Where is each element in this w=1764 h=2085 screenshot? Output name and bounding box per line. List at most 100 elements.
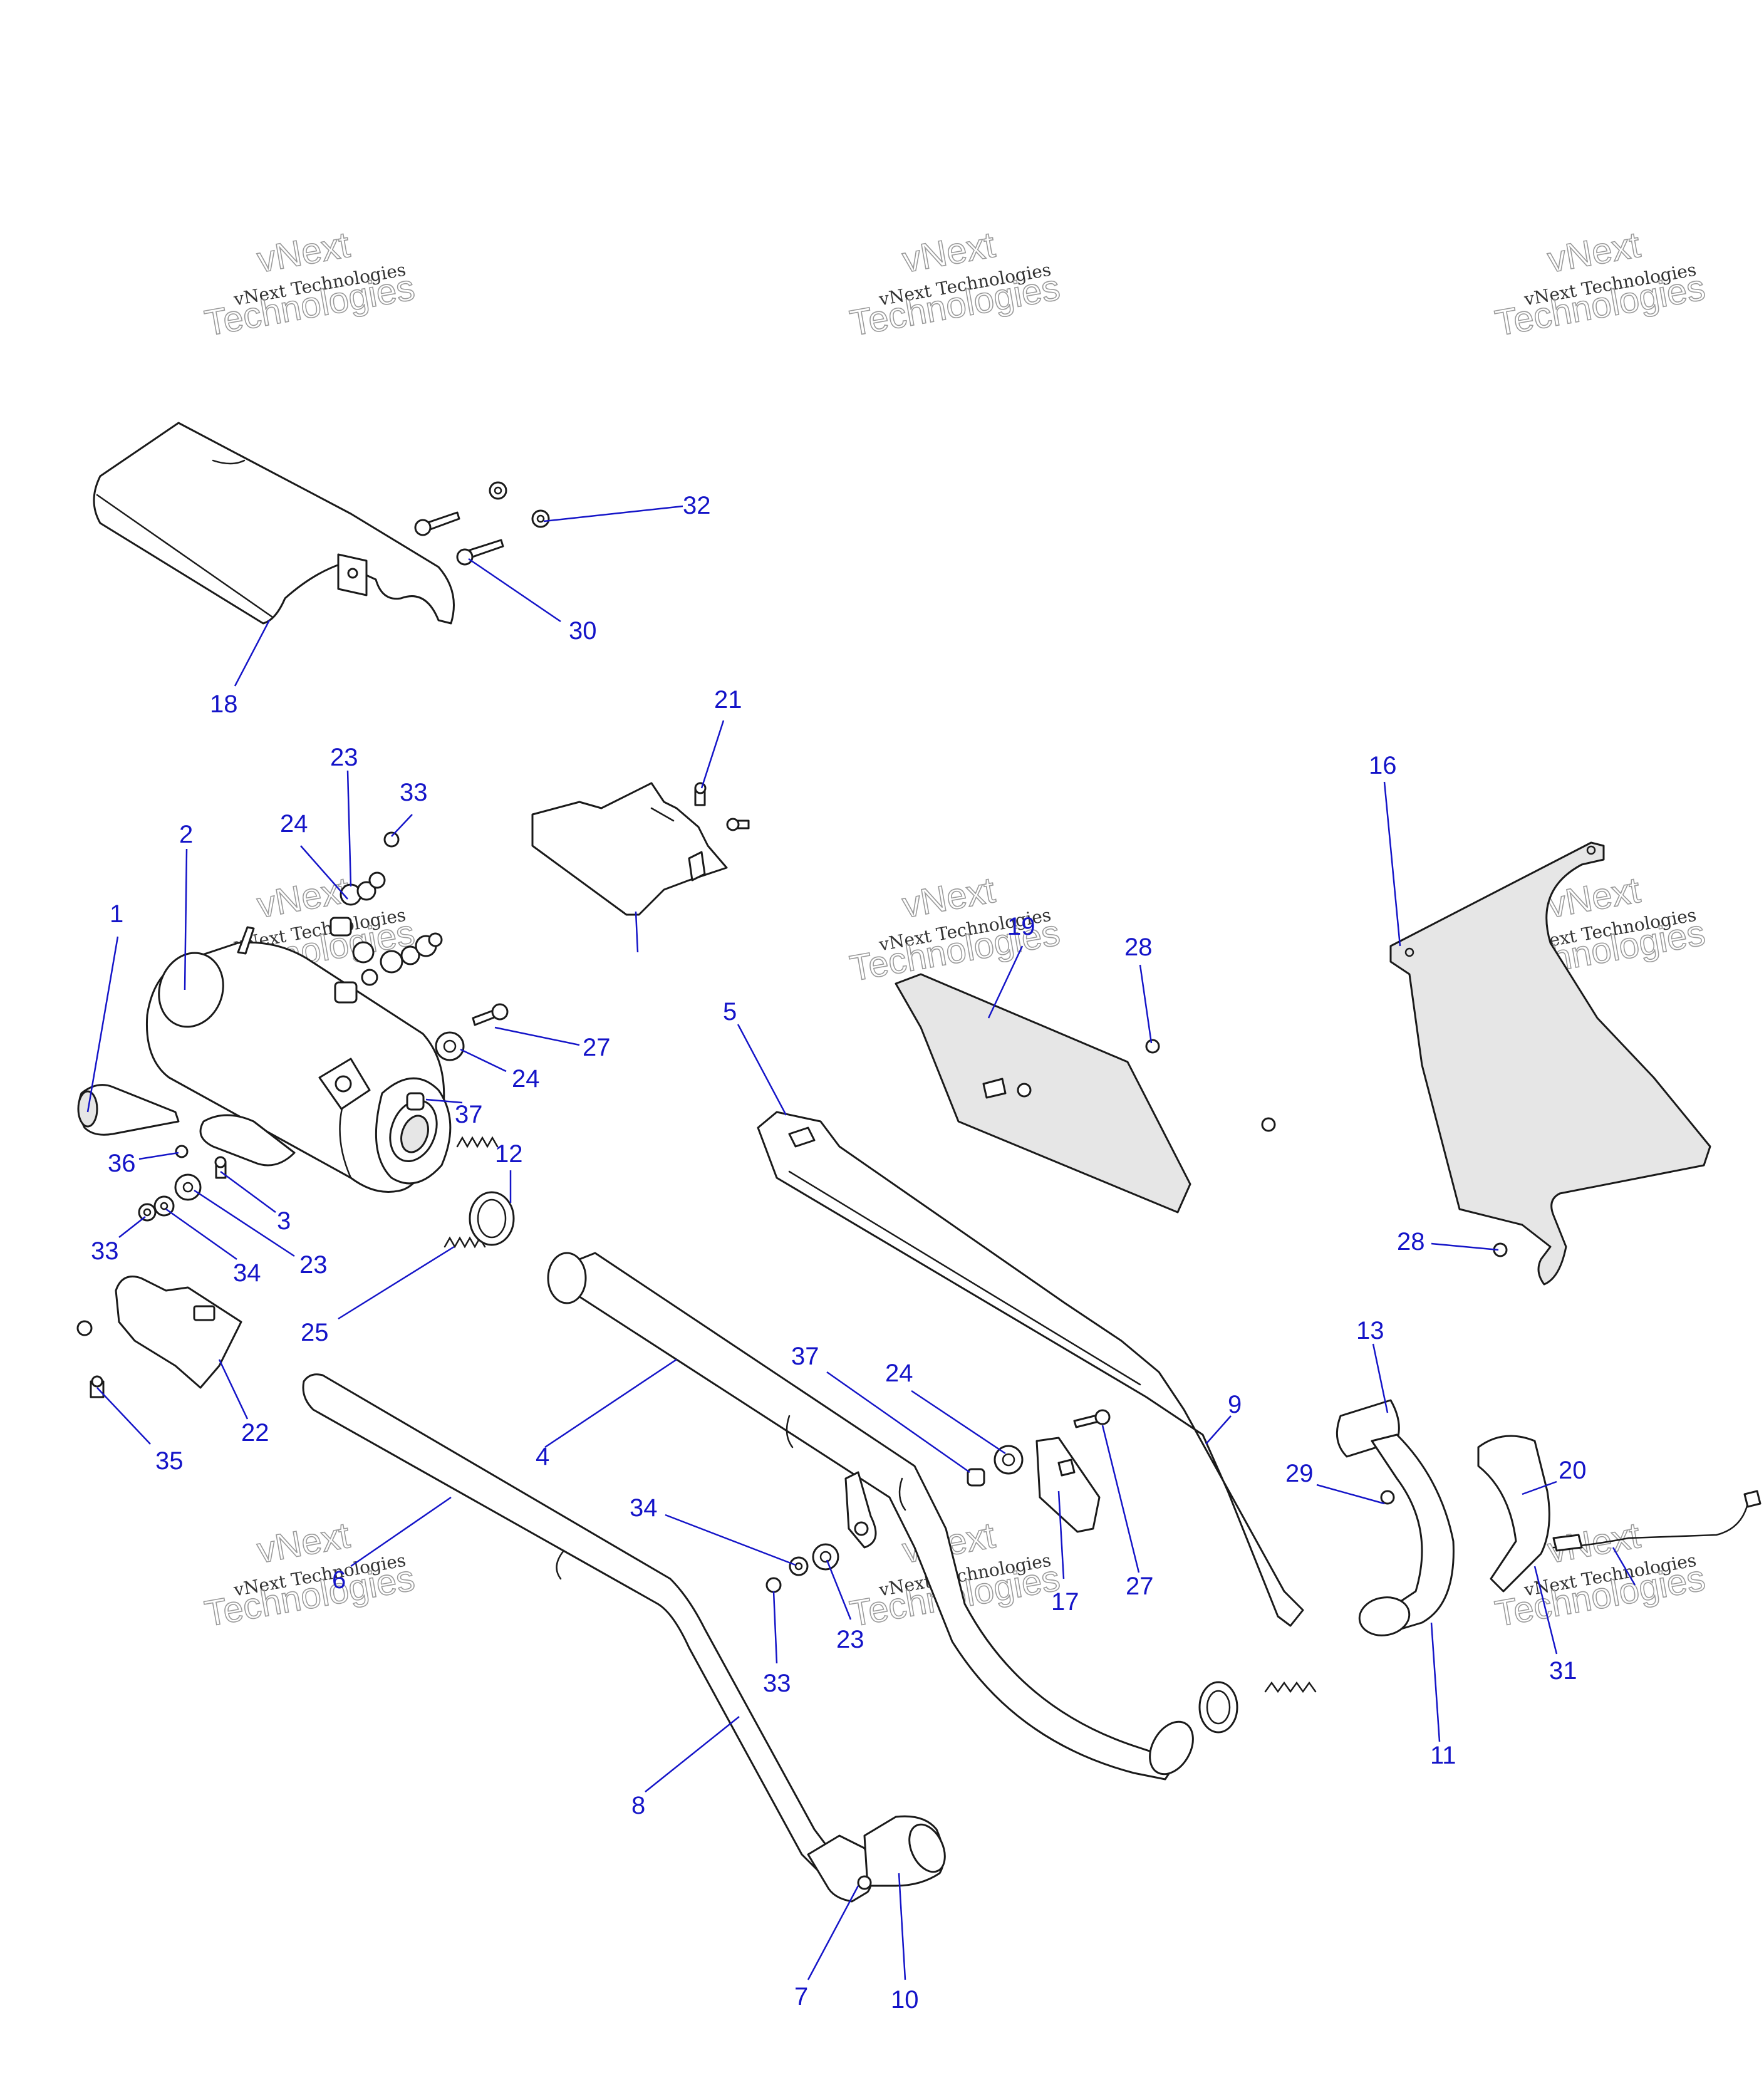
parts-artwork	[76, 422, 1761, 1903]
part-heat-shield-16	[1389, 841, 1711, 1286]
part-hardware-27	[406, 1003, 509, 1111]
leader-34a	[165, 1208, 237, 1261]
leader-22	[218, 1359, 249, 1420]
callout-33c: 33	[763, 1670, 791, 1697]
callout-7: 7	[794, 1983, 808, 2010]
leader-lines	[86, 505, 1636, 1980]
leader-19	[987, 945, 1024, 1019]
callout-19: 19	[1007, 913, 1035, 940]
callout-23a: 23	[330, 744, 358, 771]
watermark: vNext vNext Technologies Technologies	[201, 224, 418, 344]
callout-18: 18	[210, 690, 238, 718]
leader-23c	[826, 1559, 852, 1620]
callout-24b: 24	[512, 1065, 540, 1093]
callout-30: 30	[569, 617, 597, 645]
part-header-pipe-6-8	[302, 1373, 946, 1903]
watermark: vNext vNext Technologies Technologies	[846, 224, 1063, 344]
part-heat-shield-upper	[93, 422, 455, 625]
callout-35: 35	[155, 1447, 184, 1475]
leader-20	[1522, 1480, 1557, 1495]
callout-36: 36	[108, 1150, 136, 1177]
part-bolts-28	[1145, 1039, 1508, 1257]
callout-3: 3	[277, 1207, 291, 1235]
part-heat-shield-15	[531, 782, 728, 916]
callout-34b: 34	[630, 1494, 658, 1522]
part-hardware-mid	[967, 1409, 1111, 1533]
callout-23b: 23	[299, 1251, 328, 1279]
leader-4	[544, 1358, 677, 1448]
callout-17: 17	[1051, 1588, 1079, 1616]
part-tail-tip	[77, 1084, 180, 1136]
callout-27b: 27	[1126, 1573, 1154, 1600]
part-shield-5-9	[757, 1111, 1304, 1627]
leader-24b	[460, 1048, 507, 1073]
leader-5	[737, 1024, 787, 1116]
leader-14	[1612, 1547, 1636, 1586]
callout-10: 10	[891, 1986, 919, 2014]
callout-8: 8	[631, 1792, 645, 1819]
callout-22: 22	[241, 1419, 269, 1447]
leader-34b	[665, 1514, 796, 1566]
callout-37b: 37	[791, 1343, 819, 1370]
leader-15	[635, 911, 639, 953]
callout-25: 25	[301, 1319, 329, 1346]
callout-29: 29	[1285, 1460, 1314, 1487]
callout-11: 11	[1430, 1742, 1456, 1769]
leader-36	[138, 1152, 179, 1160]
part-muffler	[145, 926, 452, 1193]
leader-10	[898, 1873, 906, 1980]
leader-25	[338, 1245, 455, 1320]
leader-24a	[300, 845, 348, 900]
leader-6	[350, 1496, 452, 1568]
callout-28b: 28	[1397, 1228, 1425, 1256]
leader-18	[234, 620, 271, 687]
leader-32	[543, 505, 683, 523]
leader-31	[1533, 1566, 1558, 1655]
callout-4: 4	[536, 1443, 549, 1470]
callout-13: 13	[1356, 1317, 1384, 1344]
callout-24a: 24	[280, 810, 308, 838]
part-nuts-32	[489, 481, 550, 528]
part-springs-12-25	[444, 1136, 515, 1249]
watermark: vNext vNext Technologies Technologies	[201, 1514, 418, 1635]
leader-2	[184, 848, 188, 991]
callout-9: 9	[1228, 1391, 1242, 1418]
leader-27a	[494, 1026, 580, 1046]
callout-2: 2	[179, 821, 193, 848]
leader-30	[468, 558, 561, 623]
watermark: vNext vNext Technologies Technologies	[1492, 224, 1708, 344]
leader-7	[807, 1885, 859, 1980]
leader-1	[86, 936, 119, 1113]
callout-33b: 33	[91, 1237, 119, 1265]
part-hardware-lower-mid	[765, 1543, 839, 1593]
callout-31: 31	[1549, 1657, 1577, 1685]
callout-34a: 34	[233, 1259, 261, 1287]
callout-6: 6	[332, 1566, 346, 1594]
callout-27a: 27	[583, 1034, 611, 1061]
leader-13	[1372, 1343, 1389, 1413]
leader-33c	[772, 1591, 778, 1664]
callout-5: 5	[723, 998, 737, 1026]
leader-27b	[1101, 1425, 1140, 1573]
leader-21	[700, 720, 725, 789]
leader-3	[220, 1170, 276, 1214]
leader-23b	[194, 1189, 295, 1257]
callout-16: 16	[1369, 752, 1397, 779]
callout-12: 12	[495, 1140, 523, 1168]
part-flange-assembly	[1336, 1399, 1761, 1636]
leader-35	[96, 1387, 151, 1445]
part-hardware-upper	[329, 831, 443, 1004]
leader-29	[1316, 1484, 1385, 1505]
callout-20: 20	[1559, 1457, 1587, 1484]
leader-28a	[1139, 964, 1153, 1044]
leader-24c	[911, 1390, 1006, 1455]
callout-33a: 33	[400, 779, 428, 806]
callout-28a: 28	[1124, 933, 1153, 961]
callout-labels: 1 2 3 4 5 6 7 8 9 10 11 12 13 16 17 18 1…	[91, 492, 1587, 2014]
callout-24c: 24	[885, 1360, 913, 1387]
callout-21: 21	[714, 686, 742, 714]
callout-32: 32	[683, 492, 711, 519]
leader-8	[645, 1716, 740, 1792]
leader-17	[1057, 1490, 1065, 1579]
